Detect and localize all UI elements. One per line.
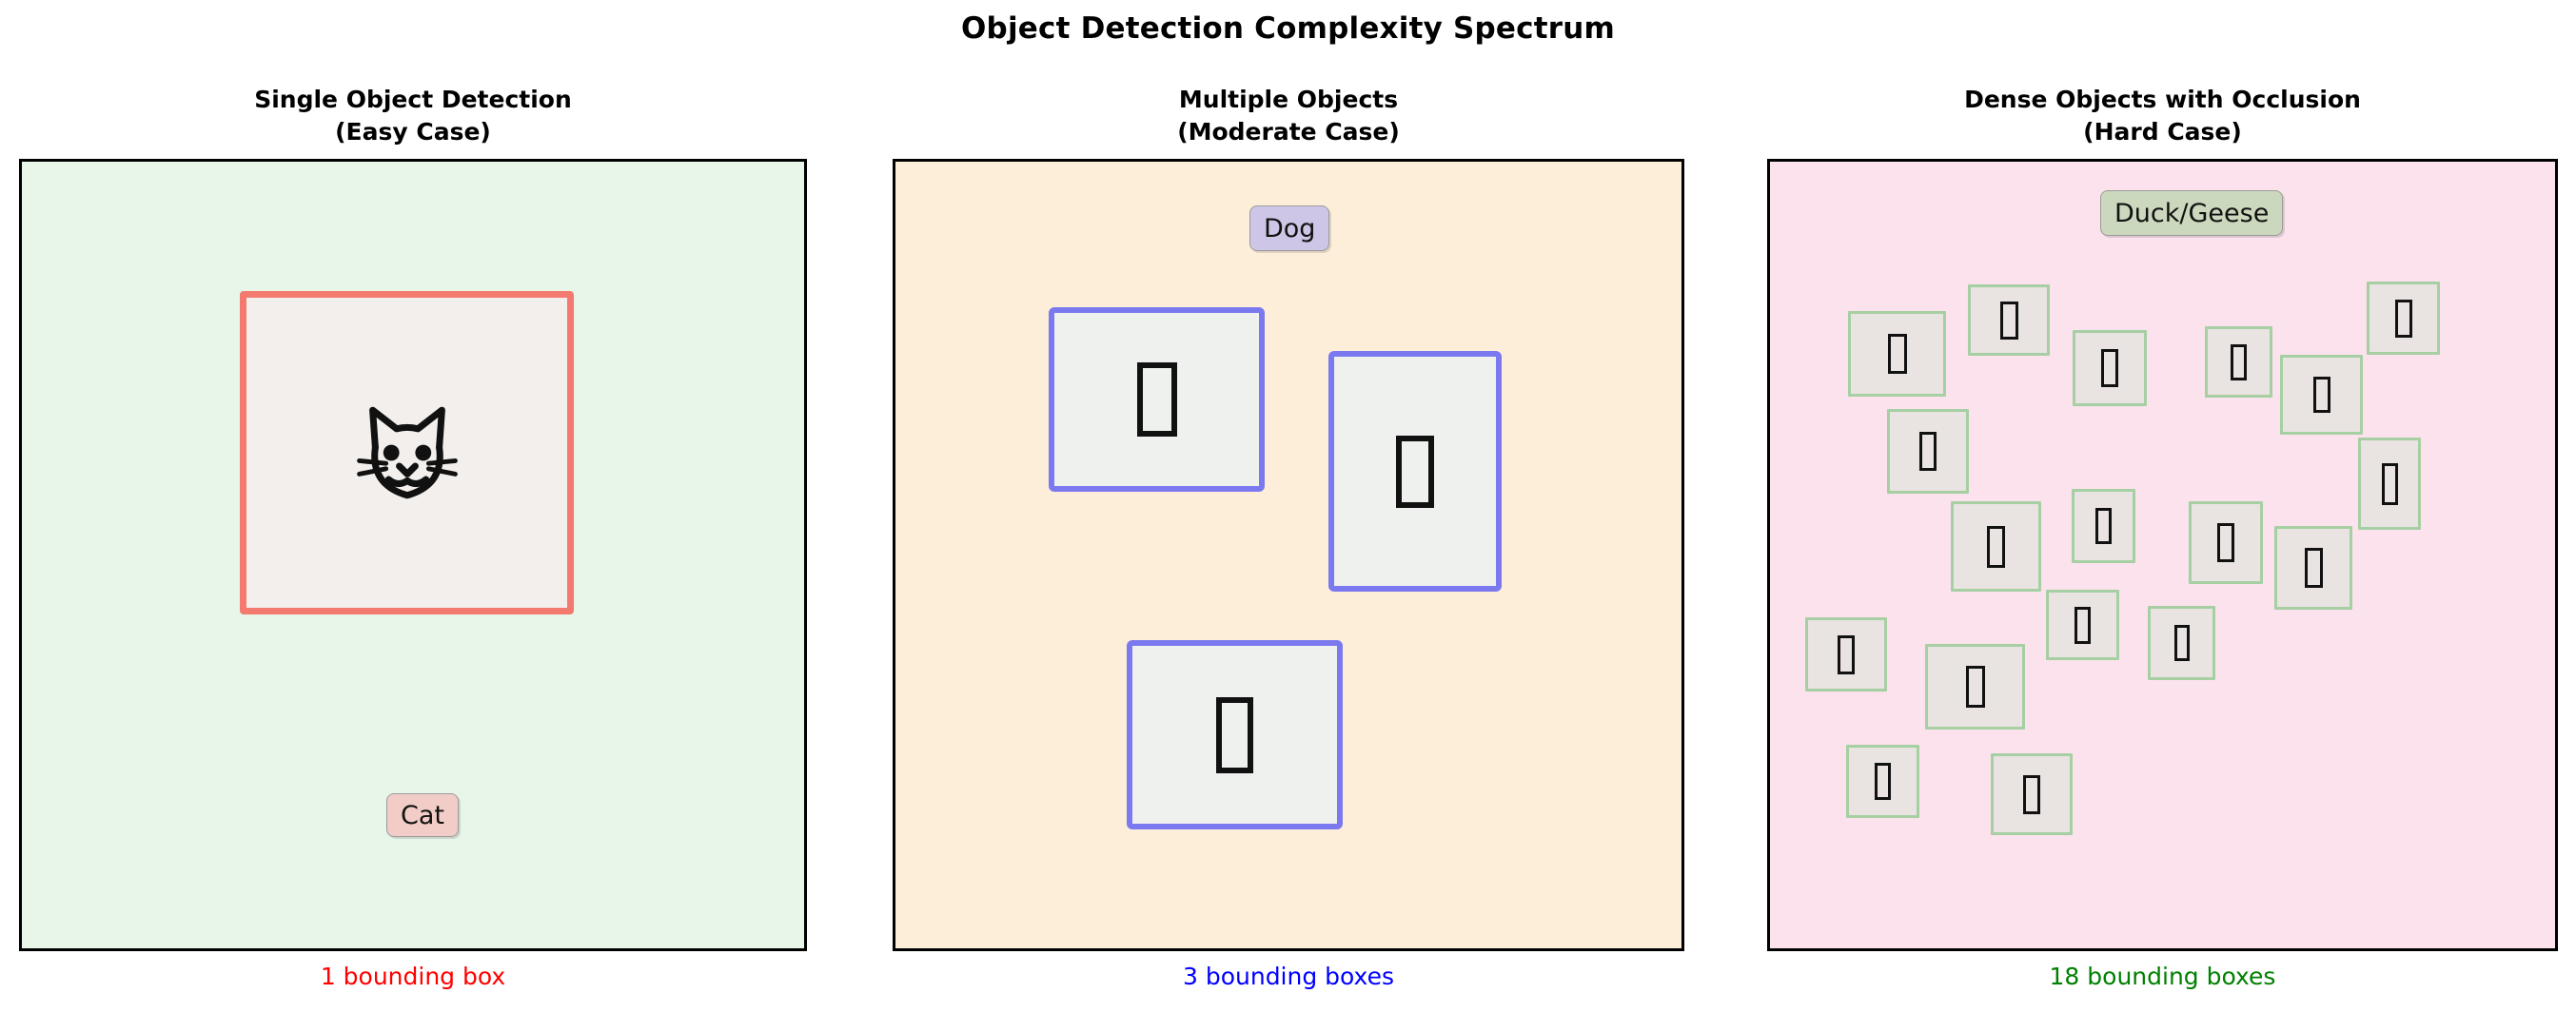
figure-title: Object Detection Complexity Spectrum [961, 11, 1615, 46]
object-glyph [1216, 696, 1253, 773]
cat-face-icon [356, 406, 458, 499]
panel-canvas-easy: Cat [19, 159, 807, 951]
bounding-box-duck-18[interactable] [1991, 753, 2073, 835]
panel-multiple-objects: Multiple Objects (Moderate Case) Dog 3 b… [893, 0, 1684, 1013]
panel-single-object: Single Object Detection (Easy Case) [19, 0, 807, 1013]
object-glyph [2394, 299, 2412, 338]
bounding-box-duck-12[interactable] [2358, 438, 2421, 530]
panel-canvas-moderate: Dog [893, 159, 1684, 951]
panel-caption-moderate: 3 bounding boxes [1182, 963, 1394, 990]
bounding-box-duck-8[interactable] [1951, 501, 2041, 592]
panel-caption-hard: 18 bounding boxes [2049, 963, 2276, 990]
object-glyph [2075, 606, 2091, 644]
object-glyph [2231, 343, 2247, 380]
bounding-box-duck-11[interactable] [2274, 526, 2352, 610]
class-label-duck-geese-text: Duck/Geese [2114, 198, 2270, 228]
bounding-box-duck-1[interactable] [1848, 311, 1946, 397]
object-glyph [1136, 362, 1177, 437]
object-glyph [1396, 435, 1434, 508]
panel-canvas-hard: Duck/Geese [1767, 159, 2558, 951]
bounding-box-duck-7[interactable] [1887, 409, 1969, 494]
bounding-box-dog-1[interactable] [1049, 307, 1265, 492]
bounding-box-duck-5[interactable] [2280, 355, 2363, 435]
panel-caption-easy: 1 bounding box [320, 963, 506, 990]
bounding-box-duck-16[interactable] [2148, 606, 2215, 680]
class-label-dog[interactable]: Dog [1249, 205, 1330, 251]
object-glyph [2381, 462, 2398, 505]
object-glyph [1887, 334, 1907, 374]
bounding-box-dog-3[interactable] [1127, 640, 1343, 829]
panel-title-easy: Single Object Detection (Easy Case) [254, 86, 572, 146]
object-glyph [2095, 508, 2112, 544]
object-glyph [1838, 634, 1855, 674]
object-glyph [1987, 525, 2005, 568]
class-label-cat[interactable]: Cat [386, 793, 459, 837]
bounding-box-duck-4[interactable] [2205, 326, 2272, 398]
bounding-box-duck-17[interactable] [1846, 745, 1919, 818]
bounding-box-duck-15[interactable] [2046, 590, 2119, 660]
object-glyph [1919, 432, 1937, 471]
bounding-box-duck-9[interactable] [2072, 489, 2135, 563]
object-glyph [2312, 377, 2330, 413]
bounding-box-duck-2[interactable] [1968, 284, 2050, 356]
object-glyph [2101, 349, 2118, 387]
panel-title-hard: Dense Objects with Occlusion (Hard Case) [1964, 86, 2361, 146]
bounding-box-duck-6[interactable] [2367, 282, 2440, 355]
object-glyph [1965, 666, 1985, 708]
class-label-duck-geese[interactable]: Duck/Geese [2100, 190, 2284, 236]
bounding-box-duck-10[interactable] [2189, 501, 2263, 584]
class-label-cat-text: Cat [401, 800, 444, 830]
class-label-dog-text: Dog [1264, 213, 1316, 244]
object-glyph [1999, 301, 2018, 340]
object-glyph [2173, 625, 2190, 661]
panel-title-moderate: Multiple Objects (Moderate Case) [1177, 86, 1400, 146]
panel-dense-objects: Dense Objects with Occlusion (Hard Case)… [1767, 0, 2558, 1013]
bounding-box-duck-3[interactable] [2073, 330, 2147, 406]
object-glyph [2304, 548, 2323, 588]
bounding-box-cat[interactable] [240, 291, 574, 614]
object-glyph [2023, 774, 2040, 814]
bounding-box-dog-2[interactable] [1328, 351, 1502, 592]
bounding-box-duck-14[interactable] [1925, 644, 2025, 730]
object-glyph [1875, 763, 1891, 800]
bounding-box-duck-13[interactable] [1805, 617, 1887, 692]
object-glyph [2217, 523, 2234, 562]
